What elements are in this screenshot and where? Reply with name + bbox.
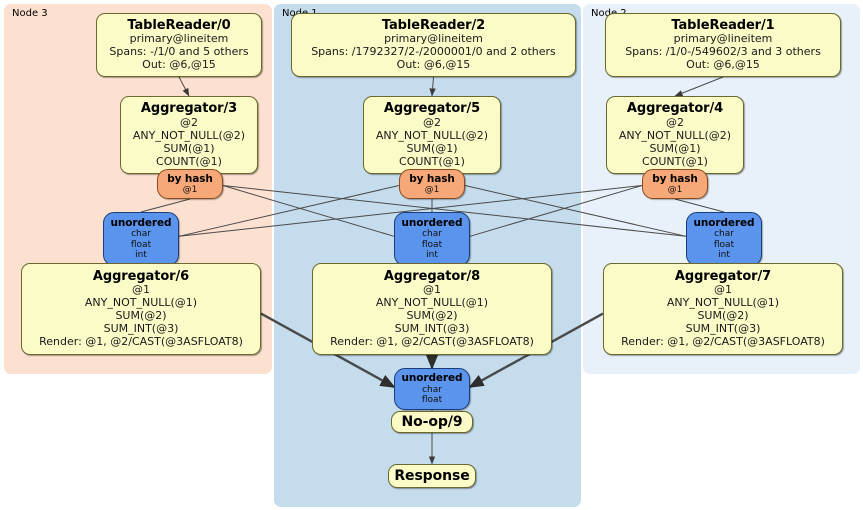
aggregator-7-line-3: SUM_INT(@3) xyxy=(685,322,761,336)
table-reader-1-title: TableReader/1 xyxy=(671,17,775,33)
by-hash-mid-title: by hash xyxy=(409,172,455,185)
unordered-right-line-2: int xyxy=(718,250,730,261)
by-hash-left-line-0: @1 xyxy=(182,184,198,195)
table-reader-0-line-0: primary@lineitem xyxy=(129,32,229,46)
aggregator-4-line-2: SUM(@1) xyxy=(649,141,701,155)
by-hash-right-title: by hash xyxy=(652,172,698,185)
table-reader-2-line-2: Out: @6,@15 xyxy=(396,58,471,72)
aggregator-6-line-3: SUM_INT(@3) xyxy=(103,322,179,336)
aggregator-7-line-4: Render: @1, @2/CAST(@3ASFLOAT8) xyxy=(621,335,825,349)
table-reader-1-line-1: Spans: /1/0-/549602/3 and 3 others xyxy=(625,45,821,59)
no-op-9-title: No-op/9 xyxy=(401,413,463,430)
aggregator-3-title: Aggregator/3 xyxy=(140,101,238,117)
aggregator-8-line-2: SUM(@2) xyxy=(406,309,458,323)
table-reader-1-line-0: primary@lineitem xyxy=(673,32,773,46)
aggregator-3-line-2: SUM(@1) xyxy=(163,141,215,155)
unordered-left-line-1: float xyxy=(130,239,152,250)
response[interactable]: Response xyxy=(388,464,476,488)
unordered-mid-line-0: char xyxy=(422,229,442,240)
aggregator-7-title: Aggregator/7 xyxy=(674,268,772,284)
table-reader-0-line-2: Out: @6,@15 xyxy=(142,58,216,72)
aggregator-5-line-0: @2 xyxy=(423,115,441,129)
aggregator-6-line-4: Render: @1, @2/CAST(@3ASFLOAT8) xyxy=(39,335,243,349)
aggregator-3-line-0: @2 xyxy=(180,115,198,129)
aggregator-4-line-0: @2 xyxy=(666,115,684,129)
aggregator-8-line-3: SUM_INT(@3) xyxy=(394,322,470,336)
unordered-mid-title: unordered xyxy=(401,216,463,229)
unordered-mid-line-1: float xyxy=(421,239,443,250)
aggregator-8-line-4: Render: @1, @2/CAST(@3ASFLOAT8) xyxy=(330,335,534,349)
by-hash-mid-line-0: @1 xyxy=(424,184,440,195)
aggregator-6-line-1: ANY_NOT_NULL(@1) xyxy=(84,296,198,310)
aggregator-6-line-0: @1 xyxy=(132,283,150,297)
aggregator-5-line-1: ANY_NOT_NULL(@2) xyxy=(375,128,489,142)
aggregator-8-line-1: ANY_NOT_NULL(@1) xyxy=(375,296,489,310)
table-reader-2-line-1: Spans: /1792327/2-/2000001/0 and 2 other… xyxy=(311,45,556,59)
by-hash-left[interactable]: by hash@1 xyxy=(157,169,223,199)
by-hash-left-title: by hash xyxy=(167,172,213,185)
aggregator-7-line-1: ANY_NOT_NULL(@1) xyxy=(666,296,780,310)
unordered-final-line-1: float xyxy=(421,395,443,406)
node-3-panel-label: Node 3 xyxy=(12,8,48,19)
aggregator-8-title: Aggregator/8 xyxy=(383,268,481,284)
table-reader-2-line-0: primary@lineitem xyxy=(384,32,483,46)
unordered-right-line-0: char xyxy=(714,229,734,240)
unordered-left-line-0: char xyxy=(131,229,151,240)
by-hash-right[interactable]: by hash@1 xyxy=(642,169,708,199)
table-reader-0-title: TableReader/0 xyxy=(127,17,231,33)
aggregator-3-line-3: COUNT(@1) xyxy=(156,154,222,168)
aggregator-5-title: Aggregator/5 xyxy=(383,101,481,117)
aggregator-6-title: Aggregator/6 xyxy=(92,268,190,284)
response-title: Response xyxy=(394,467,470,484)
aggregator-4-line-1: ANY_NOT_NULL(@2) xyxy=(618,128,732,142)
unordered-final-line-0: char xyxy=(422,384,442,395)
aggregator-3-line-1: ANY_NOT_NULL(@2) xyxy=(132,128,246,142)
no-op-9[interactable]: No-op/9 xyxy=(391,411,473,433)
table-reader-0-line-1: Spans: -/1/0 and 5 others xyxy=(109,45,249,59)
aggregator-8-line-0: @1 xyxy=(423,283,441,297)
unordered-right-line-1: float xyxy=(713,239,735,250)
unordered-final-title: unordered xyxy=(401,372,463,385)
by-hash-right-line-0: @1 xyxy=(667,184,683,195)
table-reader-1-line-2: Out: @6,@15 xyxy=(686,58,760,72)
aggregator-7-line-2: SUM(@2) xyxy=(697,309,749,323)
unordered-left-title: unordered xyxy=(110,216,172,229)
by-hash-mid[interactable]: by hash@1 xyxy=(399,169,465,199)
table-reader-2-title: TableReader/2 xyxy=(381,17,486,33)
unordered-mid-line-2: int xyxy=(426,250,438,261)
aggregator-5-line-3: COUNT(@1) xyxy=(399,154,465,168)
unordered-left-line-2: int xyxy=(135,250,147,261)
aggregator-6-line-2: SUM(@2) xyxy=(115,309,167,323)
aggregator-5-line-2: SUM(@1) xyxy=(406,141,458,155)
aggregator-4-title: Aggregator/4 xyxy=(626,101,724,117)
unordered-right-title: unordered xyxy=(693,216,755,229)
aggregator-7-line-0: @1 xyxy=(714,283,732,297)
aggregator-4-line-3: COUNT(@1) xyxy=(642,154,708,168)
